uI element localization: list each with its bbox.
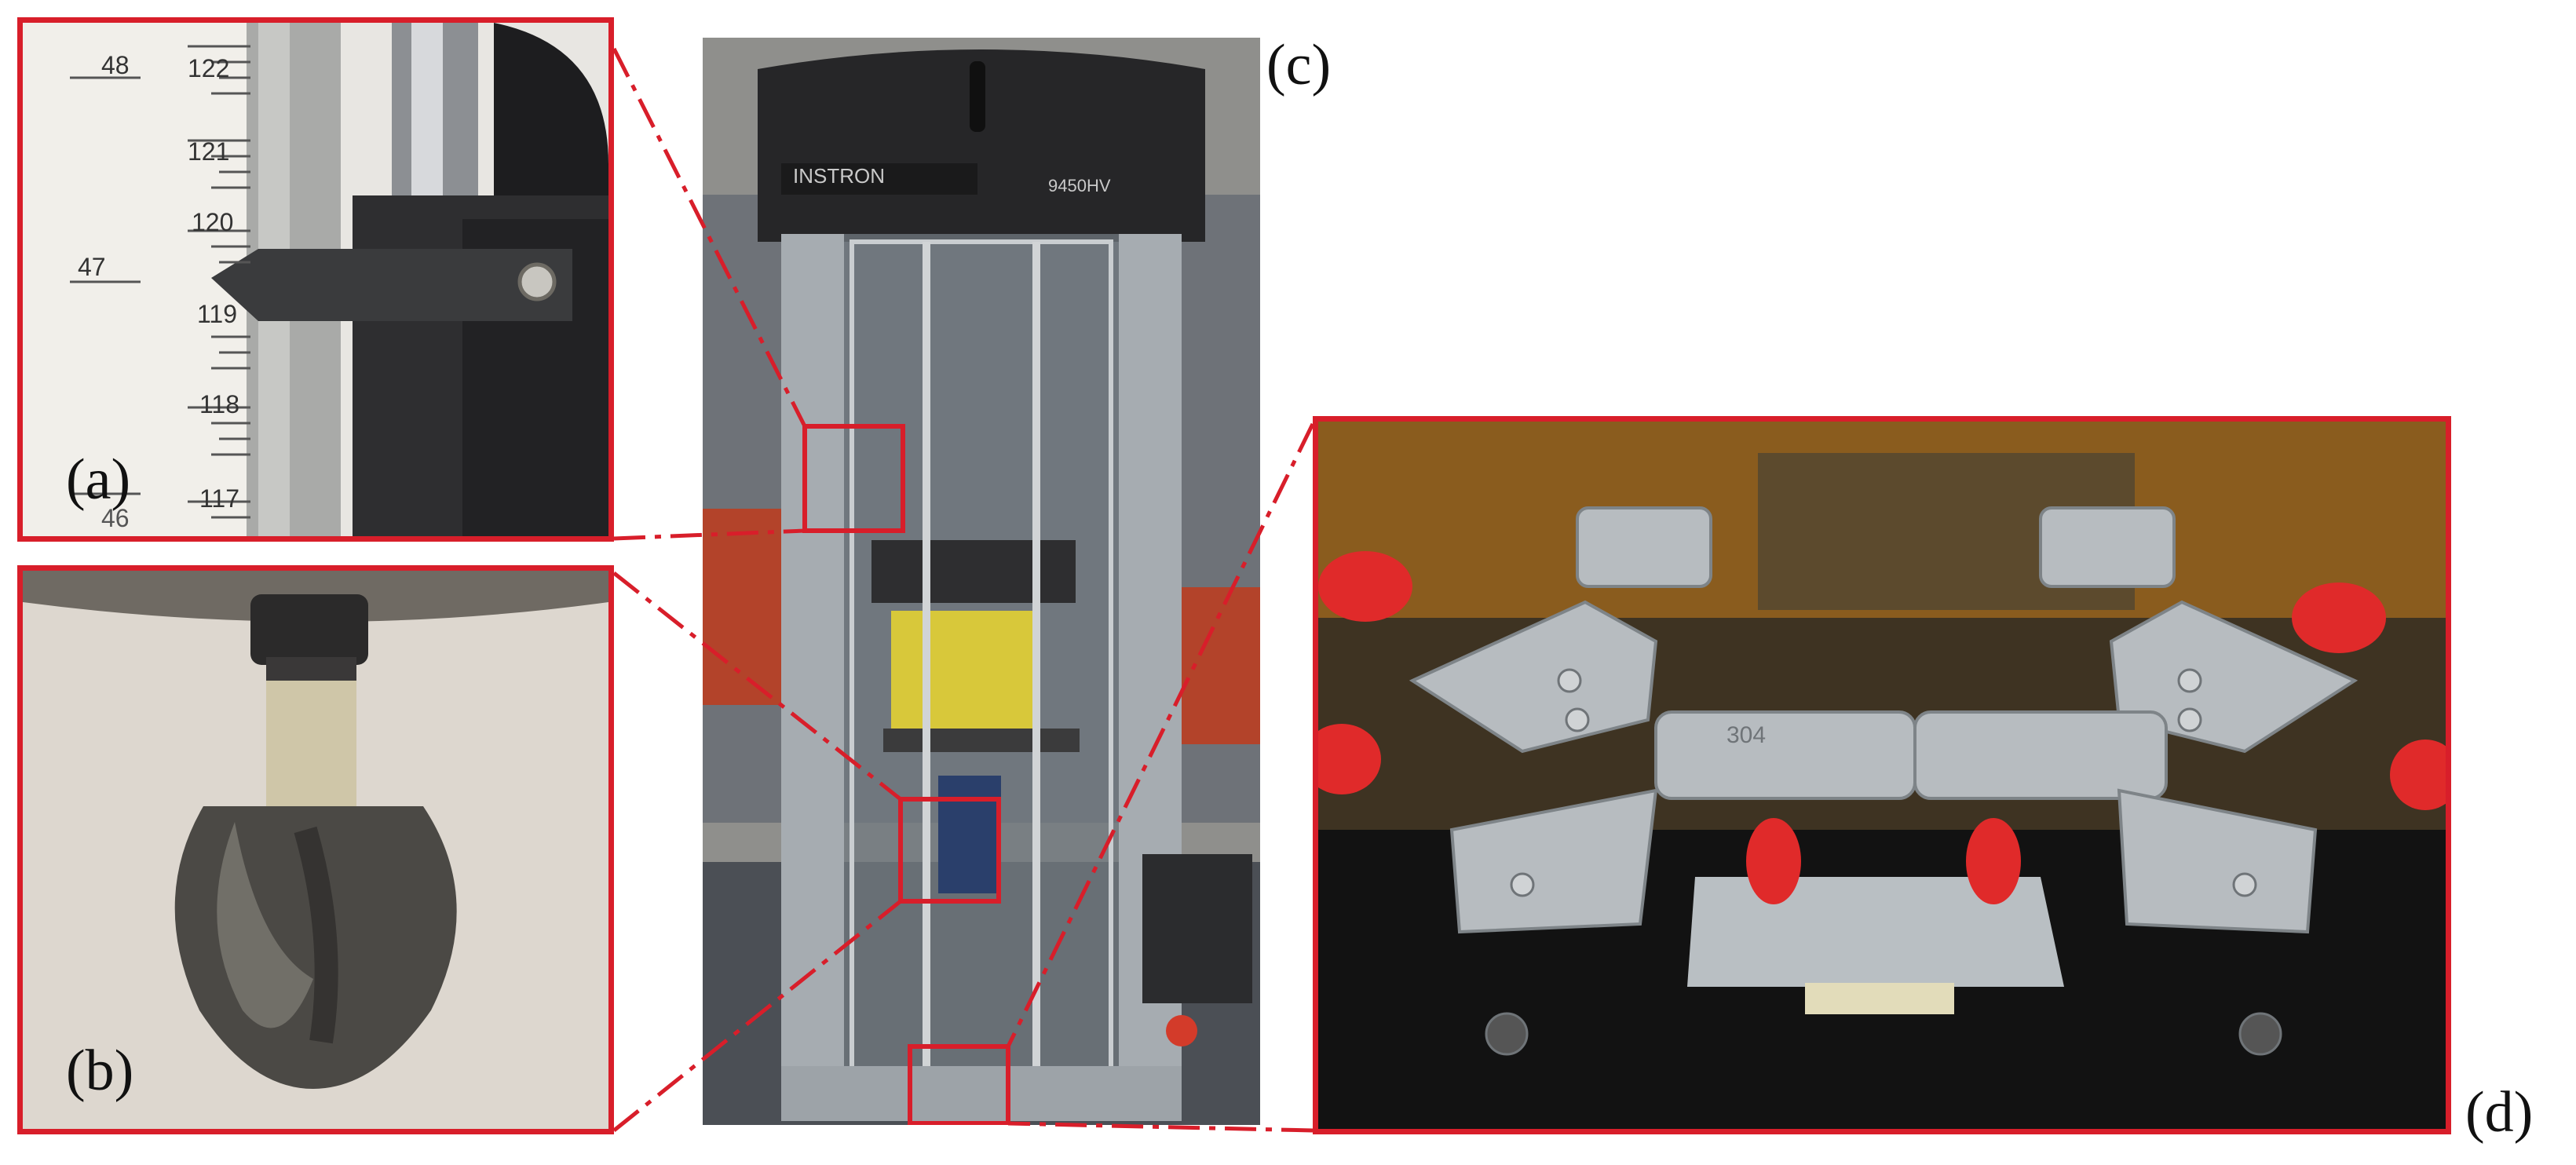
panel-d-clamping-fixture: 304 bbox=[1313, 416, 2451, 1134]
ruler-number-47: 47 bbox=[78, 253, 106, 281]
ruler-number-48: 48 bbox=[101, 51, 130, 79]
panel-label-b: (b) bbox=[66, 1039, 134, 1103]
panel-c-machine-photo: INSTRON 9450HV bbox=[703, 38, 1260, 1125]
panel-a-ruler-closeup: 48 47 46 122 121 120 119 118 117 (a) bbox=[17, 17, 614, 542]
highlight-box-d bbox=[908, 1044, 1010, 1125]
ruler-number-119: 119 bbox=[197, 300, 238, 328]
ruler-number-120: 120 bbox=[192, 208, 234, 236]
ruler-number-118: 118 bbox=[199, 390, 240, 418]
highlight-box-b bbox=[898, 797, 1001, 904]
panel-label-c: (c) bbox=[1266, 33, 1332, 97]
impactor-photo bbox=[23, 571, 608, 1129]
fixture-photo bbox=[1318, 422, 2446, 1129]
machine-brand-text: INSTRON bbox=[793, 164, 885, 188]
machine-model-text: 9450HV bbox=[1048, 176, 1111, 195]
clamp-label-text: 304 bbox=[1726, 722, 1767, 748]
ruler-photo bbox=[23, 23, 608, 536]
highlight-box-a bbox=[802, 424, 905, 533]
panel-label-a: (a) bbox=[66, 447, 131, 512]
ruler-number-121: 121 bbox=[188, 137, 230, 166]
drop-tower-photo bbox=[703, 38, 1260, 1125]
ruler-number-117: 117 bbox=[199, 484, 240, 513]
ruler-number-122: 122 bbox=[188, 54, 230, 82]
panel-b-impactor-closeup: (b) bbox=[17, 565, 614, 1134]
panel-label-d: (d) bbox=[2465, 1080, 2534, 1145]
ruler-number-46: 46 bbox=[101, 504, 130, 532]
